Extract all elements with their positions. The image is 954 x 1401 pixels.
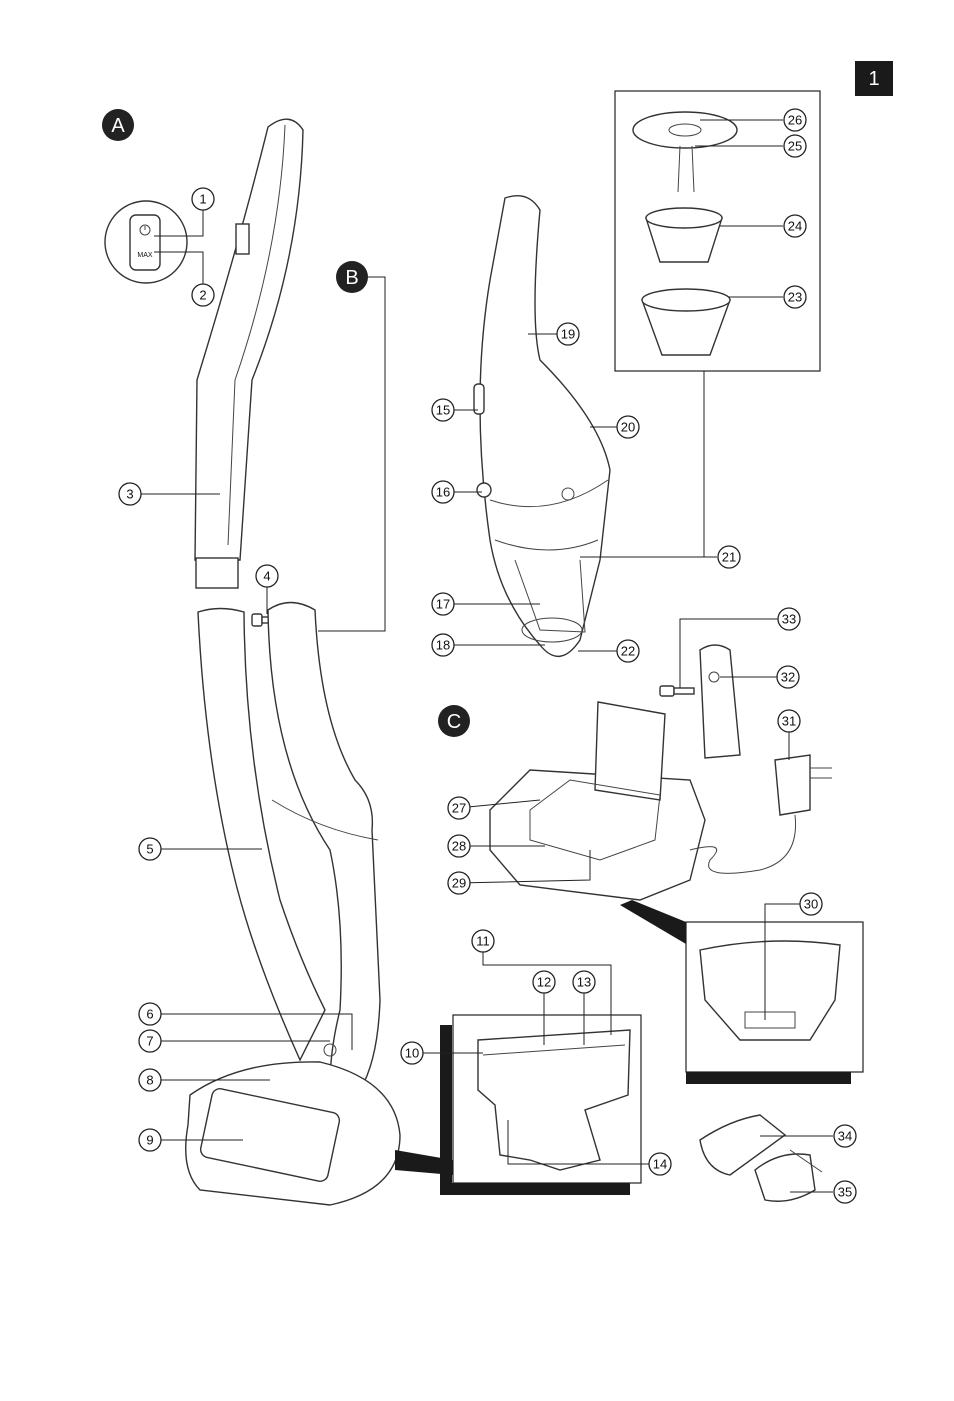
svg-text:1: 1 — [199, 192, 206, 207]
svg-text:28: 28 — [452, 839, 466, 854]
svg-text:22: 22 — [621, 644, 635, 659]
callout-30: 30 — [799, 892, 823, 916]
floor-nozzle-illustration — [185, 1043, 401, 1206]
callout-22: 22 — [616, 639, 640, 663]
callout-33: 33 — [777, 607, 801, 631]
callout-27: 27 — [447, 796, 471, 820]
svg-text:7: 7 — [146, 1034, 153, 1049]
callout-4: 4 — [255, 564, 279, 588]
callout-34: 34 — [833, 1124, 857, 1148]
callout-12: 12 — [532, 970, 556, 994]
callout-1: 1 — [191, 187, 215, 211]
brush-tool-illustration — [754, 1149, 823, 1202]
callout-18: 18 — [431, 633, 455, 657]
callout-25: 25 — [783, 134, 807, 158]
svg-text:14: 14 — [653, 1157, 667, 1172]
callout-6: 6 — [138, 1002, 162, 1026]
svg-text:12: 12 — [537, 975, 551, 990]
vacuum-body-illustration — [197, 601, 381, 1091]
callout-23: 23 — [783, 285, 807, 309]
svg-text:15: 15 — [436, 403, 450, 418]
svg-text:27: 27 — [452, 801, 466, 816]
svg-text:25: 25 — [788, 139, 802, 154]
callout-31: 31 — [777, 709, 801, 733]
callout-8: 8 — [138, 1068, 162, 1092]
section-label-a: A — [111, 115, 125, 137]
svg-text:31: 31 — [782, 714, 796, 729]
svg-text:32: 32 — [781, 670, 795, 685]
base-underside-box — [620, 900, 864, 1084]
callout-16: 16 — [431, 480, 455, 504]
handheld-vacuum-illustration — [473, 195, 611, 657]
svg-text:5: 5 — [146, 842, 153, 857]
svg-text:26: 26 — [788, 113, 802, 128]
section-marker-c: C — [438, 705, 470, 737]
svg-text:16: 16 — [436, 485, 450, 500]
wall-bracket-illustration — [659, 644, 741, 759]
svg-text:18: 18 — [436, 638, 450, 653]
svg-text:23: 23 — [788, 290, 802, 305]
svg-text:19: 19 — [561, 327, 575, 342]
svg-text:9: 9 — [146, 1133, 153, 1148]
page-number-badge: 1 — [855, 61, 893, 96]
callout-32: 32 — [776, 665, 800, 689]
leader-lines — [141, 119, 833, 1193]
svg-text:34: 34 — [838, 1129, 852, 1144]
callout-24: 24 — [783, 214, 807, 238]
callout-13: 13 — [572, 970, 596, 994]
callout-15: 15 — [431, 398, 455, 422]
crevice-tool-illustration — [699, 1114, 787, 1176]
svg-text:6: 6 — [146, 1007, 153, 1022]
callout-14: 14 — [648, 1152, 672, 1176]
section-marker-b: B — [336, 261, 368, 293]
callout-5: 5 — [138, 837, 162, 861]
adapter-illustration — [689, 754, 832, 874]
section-marker-a: A — [102, 109, 134, 141]
page-number: 1 — [868, 68, 879, 90]
svg-text:17: 17 — [436, 597, 450, 612]
svg-text:21: 21 — [722, 550, 736, 565]
svg-text:20: 20 — [621, 420, 635, 435]
svg-text:4: 4 — [263, 569, 270, 584]
callout-19: 19 — [556, 322, 580, 346]
svg-text:33: 33 — [782, 612, 796, 627]
callout-35: 35 — [833, 1180, 857, 1204]
svg-text:30: 30 — [804, 897, 818, 912]
filter-detail-box — [614, 90, 821, 372]
callout-20: 20 — [616, 415, 640, 439]
callout-11: 11 — [471, 929, 495, 953]
svg-text:13: 13 — [577, 975, 591, 990]
svg-text:2: 2 — [199, 288, 206, 303]
callout-17: 17 — [431, 592, 455, 616]
callout-9: 9 — [138, 1128, 162, 1152]
stick-handle-illustration — [194, 118, 304, 589]
svg-text:11: 11 — [476, 934, 490, 949]
section-label-c: C — [447, 711, 461, 733]
callout-2: 2 — [191, 283, 215, 307]
callout-3: 3 — [118, 482, 142, 506]
svg-text:24: 24 — [788, 219, 802, 234]
svg-text:29: 29 — [452, 876, 466, 891]
callout-28: 28 — [447, 834, 471, 858]
nozzle-detail-box — [395, 1014, 642, 1195]
callout-10: 10 — [400, 1041, 424, 1065]
switch-detail-illustration: MAX — [104, 200, 188, 284]
svg-text:8: 8 — [146, 1073, 153, 1088]
max-label: MAX — [137, 252, 153, 259]
svg-text:3: 3 — [126, 487, 133, 502]
svg-text:35: 35 — [838, 1185, 852, 1200]
charging-base-illustration — [489, 701, 706, 901]
svg-text:10: 10 — [405, 1046, 419, 1061]
callout-21: 21 — [717, 545, 741, 569]
callout-29: 29 — [447, 871, 471, 895]
callout-26: 26 — [783, 108, 807, 132]
callout-7: 7 — [138, 1029, 162, 1053]
section-label-b: B — [345, 267, 358, 289]
